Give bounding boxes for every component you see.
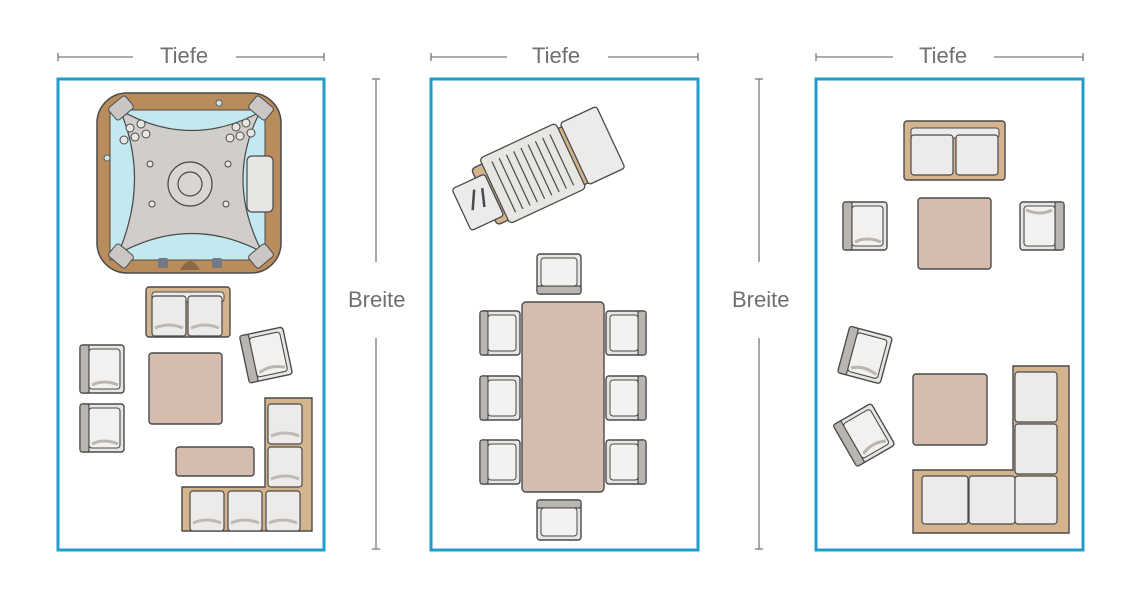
hot-tub [96,92,282,274]
armchair [841,200,889,252]
layout-frame-1 [56,77,326,552]
l-shaped-sofa [181,397,313,533]
armchair [1018,200,1066,252]
side-table [175,446,255,477]
dining-chair [605,310,647,356]
armchair [831,401,897,469]
armchair [237,325,295,385]
coffee-table [148,352,223,425]
armchair [78,343,126,395]
depth-label-3: Tiefe [913,44,974,68]
dining-table [521,301,605,493]
dining-chair [605,375,647,421]
dining-chair [536,499,582,541]
depth-label-1: Tiefe [154,44,215,68]
grill [452,106,625,231]
dining-chair [479,375,521,421]
layout-frame-3 [814,77,1085,552]
layout-frame-2 [429,77,700,552]
sofa-2-seater [903,120,1006,181]
dining-chair [479,310,521,356]
armchair [836,324,894,386]
depth-label-2: Tiefe [526,44,587,68]
coffee-table [917,197,992,270]
width-label-2: Breite [726,288,796,312]
dimension-lines [57,53,1084,550]
dining-chair [536,253,582,295]
coffee-table [912,373,988,446]
armchair [78,402,126,454]
width-label-1: Breite [342,288,412,312]
sofa-2-seater [145,286,231,338]
dining-chair [479,439,521,485]
l-shaped-sofa [912,365,1070,534]
dining-chair [605,439,647,485]
